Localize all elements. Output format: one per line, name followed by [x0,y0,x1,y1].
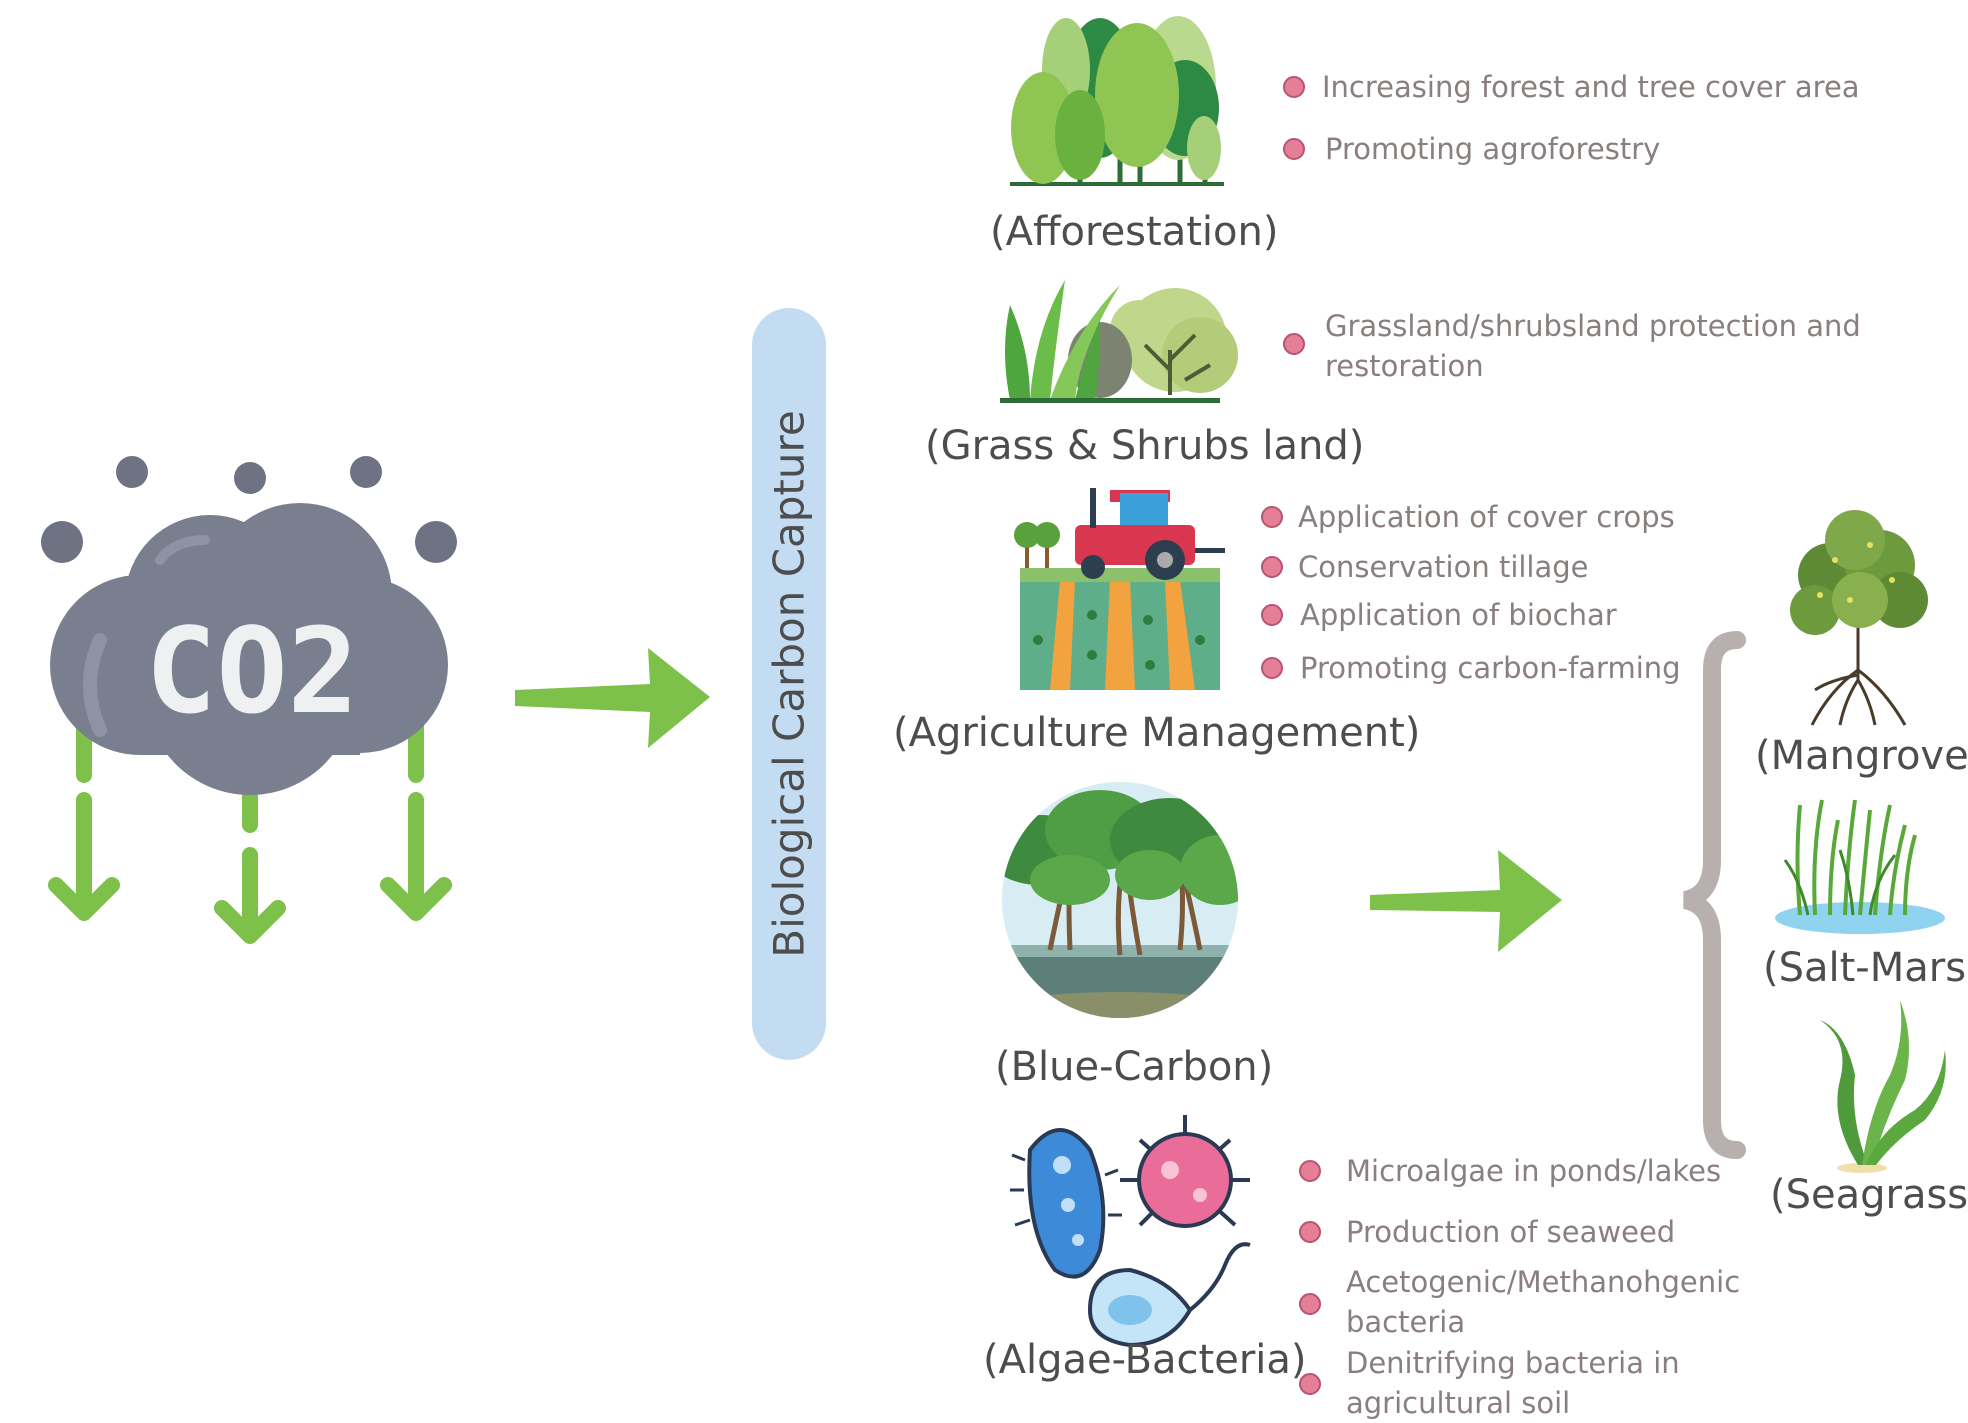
mangrove-tree-icon [1790,510,1928,726]
bullet-dot [1261,604,1283,626]
co2-cloud-icon: CO2 [41,456,457,944]
bullet-text: Application of cover crops [1298,500,1675,534]
label-blue-carbon: (Blue-Carbon) [995,1044,1274,1090]
bullet-text: Promoting agroforestry [1325,132,1661,166]
bullet-text: Production of seaweed [1346,1215,1676,1249]
bullet-dot [1261,506,1283,528]
bullet-text: Application of biochar [1300,598,1617,632]
tractor-field-icon [1014,488,1225,690]
bullet-text: Grassland/shrubsland protection and rest… [1325,309,1861,383]
bullet-dot [1299,1221,1321,1243]
bullet-dot [1283,333,1305,355]
microbes-icon [1010,1115,1251,1348]
label-seagrass: (Seagrass) [1770,1172,1968,1218]
label-algae-bacteria: (Algae-Bacteria) [983,1337,1307,1383]
brace [1682,631,1746,1159]
process-title: Biological Carbon Capture [764,410,814,958]
bullet-dot [1299,1373,1321,1395]
bullet-text: Microalgae in ponds/lakes [1346,1154,1722,1188]
bullet-text: Promoting carbon-farming [1300,651,1681,685]
process-bar [752,308,826,1060]
arrow-to-blue-carbon-types [1370,850,1562,952]
bullet-text: Denitrifying bacteria in agricultural so… [1346,1346,1680,1420]
grass-shrub-icon [1000,280,1238,403]
label-grass-shrubs: (Grass & Shrubs land) [925,423,1365,469]
bullet-dot [1299,1293,1321,1315]
bullet-dot [1283,76,1305,98]
label-mangroves: (Mangroves) [1755,733,1968,779]
bullet-text: Conservation tillage [1298,550,1589,584]
co2-label: CO2 [145,602,358,740]
bullet-dot [1261,556,1283,578]
label-salt-marsh: (Salt-Marsh) [1763,945,1968,991]
forest-icon [1010,16,1224,186]
bullet-text: Acetogenic/Methanohgenic bacteria [1346,1265,1741,1339]
label-agriculture: (Agriculture Management) [893,710,1421,756]
bullet-dot [1283,138,1305,160]
bullet-dot [1299,1160,1321,1182]
seagrass-icon [1820,1000,1946,1173]
salt-marsh-icon [1775,799,1945,934]
bullet-text: Increasing forest and tree cover area [1322,70,1860,104]
label-afforestation: (Afforestation) [990,209,1279,255]
mangrove-circle-icon [1002,782,1238,1018]
arrow-to-process [515,648,710,748]
bullet-dot [1261,657,1283,679]
